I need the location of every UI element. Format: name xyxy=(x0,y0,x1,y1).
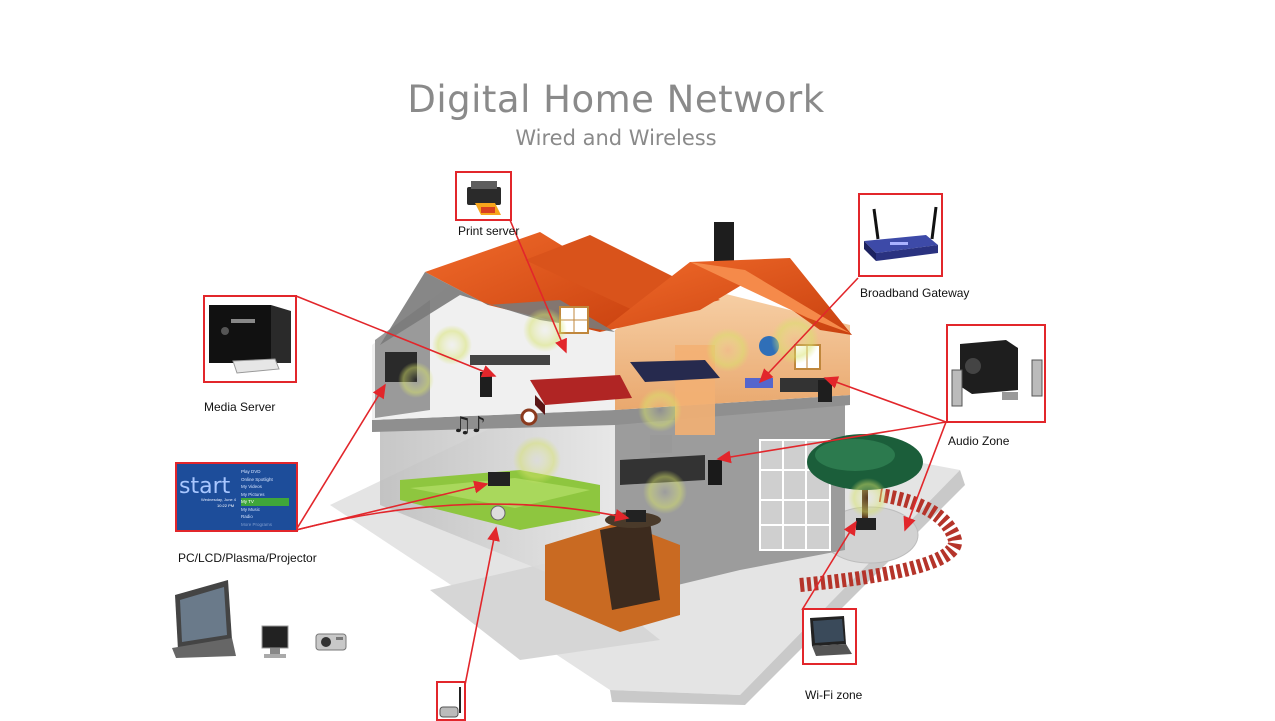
media-center-menu-item: Radio xyxy=(241,514,253,519)
diagram-subtitle: Wired and Wireless xyxy=(515,126,717,150)
media-center-time: 10:22 PM xyxy=(217,503,235,508)
lcd-tv-icon xyxy=(172,580,236,658)
broadband-gateway-callout xyxy=(858,193,943,277)
audio-zone-label: Audio Zone xyxy=(948,434,1010,448)
media-center-menu-item: My Music xyxy=(241,506,260,512)
callout-pc-1 xyxy=(295,383,386,531)
callout-print-server xyxy=(509,219,567,354)
wifi-zone-label: Wi-Fi zone xyxy=(805,688,863,702)
callout-media-server xyxy=(295,295,497,378)
router-icon xyxy=(864,206,938,261)
diagram-title: Digital Home Network xyxy=(407,78,825,121)
callout-audio-3 xyxy=(903,421,947,532)
media-center-menu-item: Online Spotlight xyxy=(241,476,273,482)
audio-zone-callout xyxy=(946,324,1046,423)
callout-camera xyxy=(464,526,500,686)
camera-icon xyxy=(439,687,461,718)
media-center-menu-item: My TV xyxy=(241,498,289,506)
callout-pc-3 xyxy=(295,503,630,531)
wifi-signal-glows xyxy=(398,308,888,518)
couch-laptop-icon xyxy=(488,472,510,486)
media-server-icon xyxy=(209,305,291,374)
callout-audio-1 xyxy=(823,376,947,423)
callout-audio-2 xyxy=(716,421,947,464)
media-center-start: start xyxy=(179,474,231,499)
print-server-label: Print server xyxy=(458,224,520,238)
media-center-menu-item: My Videos xyxy=(241,484,262,489)
speakers-icon xyxy=(951,340,1043,407)
camera-callout xyxy=(436,681,466,721)
media-center-screen: start Wednesday, June 4 10:22 PM Play DV… xyxy=(175,462,298,532)
callout-wifi xyxy=(801,520,857,611)
projector-icon xyxy=(315,633,347,651)
media-center-date: Wednesday, June 4 xyxy=(201,497,236,502)
print-server-callout xyxy=(455,171,512,221)
bed xyxy=(530,375,632,405)
media-center-menu-item: Play DVD xyxy=(241,469,261,474)
broadband-gateway-label: Broadband Gateway xyxy=(860,286,970,300)
pc-display-label: PC/LCD/Plasma/Projector xyxy=(178,551,317,565)
callout-gateway xyxy=(758,277,859,384)
wifi-zone-callout xyxy=(802,608,857,665)
laptop-icon xyxy=(810,616,852,656)
media-center-menu: Play DVD Online Spotlight My Videos My Pict… xyxy=(241,468,289,528)
media-center-menu-item: More Programs xyxy=(241,521,273,527)
media-server-callout xyxy=(203,295,297,383)
svg-text:♫♪: ♫♪ xyxy=(452,413,486,438)
printer-icon xyxy=(467,181,501,215)
monitor-icon xyxy=(261,625,289,658)
media-center-menu-item: My Pictures xyxy=(241,491,265,497)
media-server-label: Media Server xyxy=(204,400,276,414)
